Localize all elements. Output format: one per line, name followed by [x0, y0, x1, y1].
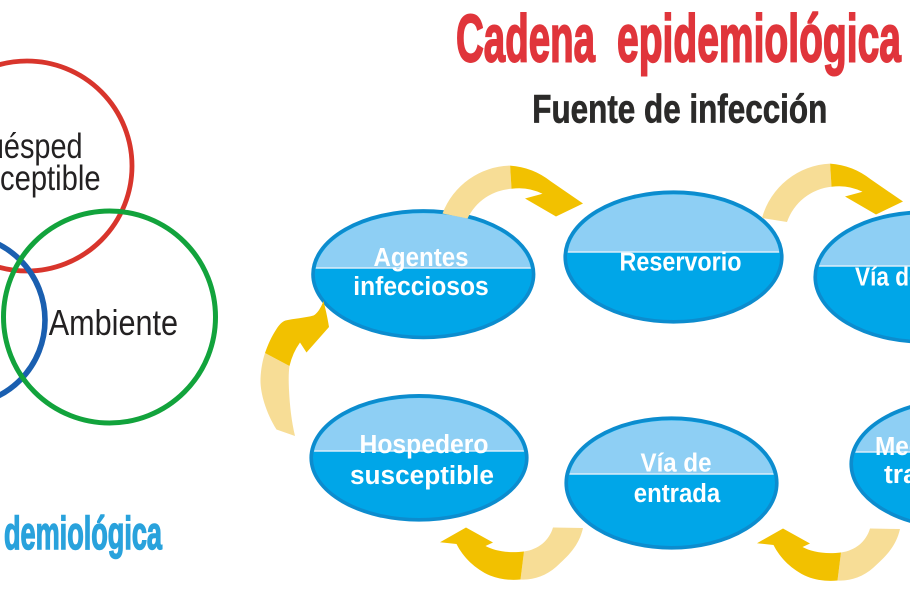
svg-text:Mecanismo de: Mecanismo de [875, 433, 910, 461]
svg-text:demiológica: demiológica [4, 507, 162, 559]
svg-text:Fuente de infección: Fuente de infección [532, 88, 827, 132]
svg-text:Hospedero: Hospedero [360, 431, 489, 459]
svg-text:infecciosos: infecciosos [353, 273, 489, 301]
svg-text:Vía de: Vía de [641, 449, 712, 477]
svg-text:Cadena: Cadena [456, 2, 595, 77]
svg-text:Agentes: Agentes [374, 244, 469, 272]
svg-text:uésped: uésped [0, 127, 83, 166]
svg-text:ceptible: ceptible [0, 159, 101, 198]
svg-text:Reservorio: Reservorio [620, 249, 742, 277]
svg-text:Ambiente: Ambiente [49, 302, 178, 343]
svg-text:Vía de salida: Vía de salida [855, 264, 910, 292]
svg-text:entrada: entrada [634, 480, 721, 508]
svg-text:susceptible: susceptible [350, 462, 494, 490]
svg-text:transmisión: transmisión [884, 461, 910, 489]
svg-text:epidemiológica: epidemiológica [617, 2, 901, 77]
